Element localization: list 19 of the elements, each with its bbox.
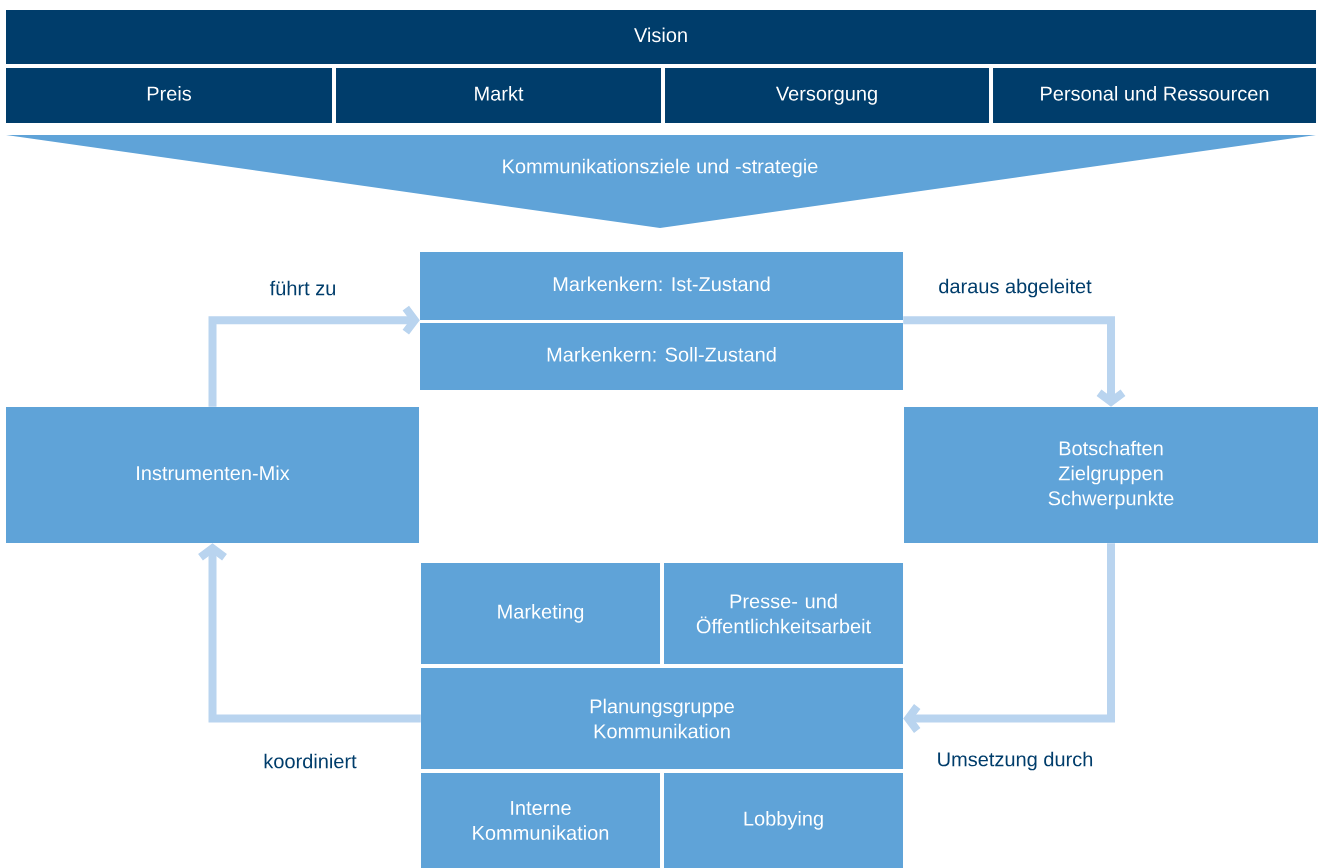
edge-label: koordiniert (264, 753, 357, 769)
process-box: Presse- und Öffentlichkeitsarbeit (664, 563, 903, 664)
category-cell: Versorgung (665, 68, 989, 123)
category-cell: Preis (6, 68, 332, 123)
process-box: Marketing (421, 563, 660, 664)
edge-label: Umsetzung durch (938, 751, 1093, 771)
process-box: Botschaften Zielgruppen Schwerpunkte (904, 407, 1318, 543)
category-cell: Markt (336, 68, 661, 123)
category-cell: Personal und Ressourcen (993, 68, 1316, 123)
process-box: Markenkern: Soll-Zustand (420, 323, 903, 390)
process-box: Instrumenten-Mix (6, 407, 419, 543)
edge-label: führt zu (269, 280, 335, 296)
process-box: Lobbying (664, 773, 903, 868)
chevron-banner: Kommunikationsziele und -strategie (6, 135, 1316, 228)
process-box: Planungsgruppe Kommunikation (421, 668, 903, 769)
process-box: Interne Kommunikation (421, 773, 660, 868)
edge-label: daraus abgeleitet (939, 278, 1092, 298)
header-bar: Vision (6, 10, 1316, 64)
process-box: Markenkern: Ist-Zustand (420, 252, 903, 320)
